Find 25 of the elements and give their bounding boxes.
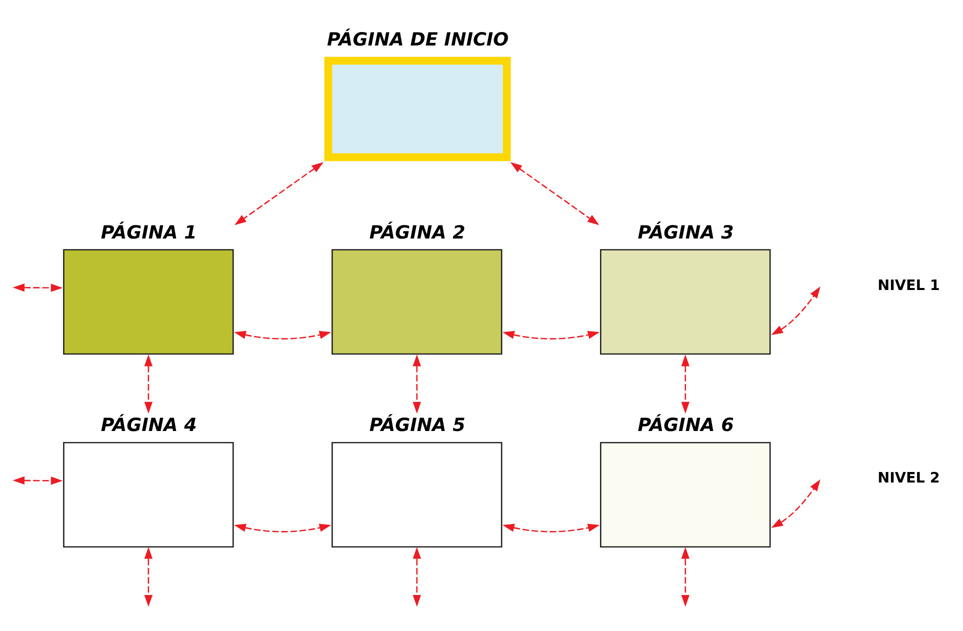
- arrow: [12, 283, 63, 292]
- node-label: PÁGINA DE INICIO: [326, 28, 509, 50]
- node-label: PÁGINA 3: [638, 222, 734, 243]
- arrow: [502, 523, 600, 532]
- label: NIVEL 2: [878, 470, 940, 486]
- arrow: [412, 546, 421, 606]
- node-label: PÁGINA 5: [369, 414, 466, 436]
- arrow: [234, 523, 332, 532]
- arrow: [12, 476, 63, 484]
- node-label: PÁGINA 6: [638, 414, 734, 436]
- arrow: [681, 354, 690, 414]
- arrow: [144, 354, 153, 414]
- arrow: [234, 330, 332, 339]
- arrow: [234, 162, 324, 225]
- arrow: [502, 330, 600, 339]
- node-label: PÁGINA 2: [369, 222, 466, 243]
- arrow: [681, 546, 690, 606]
- arrow: [771, 286, 820, 335]
- node-label: PÁGINA 1: [100, 222, 197, 243]
- node-label: PÁGINA 4: [100, 414, 197, 436]
- arrow: [510, 162, 600, 225]
- arrow: [412, 354, 421, 414]
- arrow: [771, 478, 820, 528]
- label: NIVEL 1: [878, 277, 940, 294]
- arrow: [144, 546, 153, 606]
